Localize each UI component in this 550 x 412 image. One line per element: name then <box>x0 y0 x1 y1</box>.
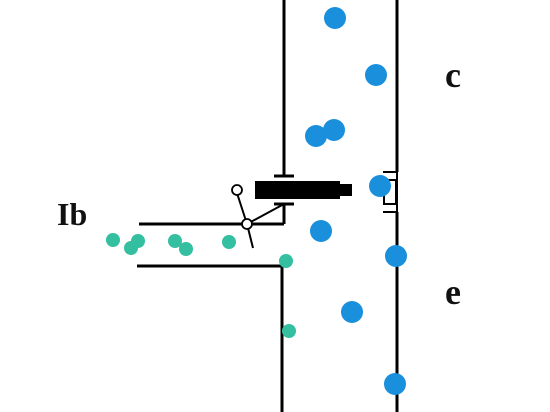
label-ib: Ib <box>57 196 87 232</box>
blue-particle <box>323 119 345 141</box>
green-particle <box>106 233 120 247</box>
gate-link <box>246 203 285 225</box>
gate-upper-pivot <box>231 184 243 196</box>
blue-particle <box>385 245 407 267</box>
blue-particle <box>369 175 391 197</box>
blue-particle <box>365 64 387 86</box>
green-particle <box>131 234 145 248</box>
green-particle <box>222 235 236 249</box>
green-particle <box>168 234 182 248</box>
actuator-tip <box>340 184 352 196</box>
blue-particle <box>324 7 346 29</box>
blue-particle <box>384 373 406 395</box>
label-e: e <box>445 272 461 312</box>
blue-particle <box>341 301 363 323</box>
green-particle <box>279 254 293 268</box>
green-particle <box>282 324 296 338</box>
blue-particle <box>310 220 332 242</box>
label-c: c <box>445 55 461 95</box>
gate-lower-pivot <box>241 218 253 230</box>
actuator-body <box>255 181 340 199</box>
blue-particle <box>305 125 327 147</box>
green-particle <box>179 242 193 256</box>
